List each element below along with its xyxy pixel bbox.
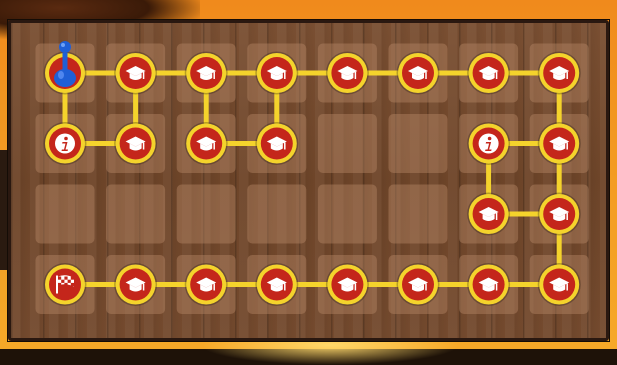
info-icon (479, 134, 499, 154)
board-space[interactable] (114, 52, 157, 95)
board-space[interactable] (185, 263, 228, 306)
board-space[interactable] (114, 263, 157, 306)
board-tile (247, 185, 306, 244)
board-tile (318, 114, 377, 173)
board-space[interactable] (185, 52, 228, 95)
board-tile (36, 185, 95, 244)
board-tile (389, 185, 448, 244)
board-space[interactable] (326, 263, 369, 306)
board-space[interactable] (538, 263, 581, 306)
board-space[interactable] (467, 263, 510, 306)
board-space[interactable] (467, 193, 510, 236)
board-space[interactable] (397, 52, 440, 95)
board-tile (106, 185, 165, 244)
board-space[interactable] (114, 122, 157, 165)
path-nodes (44, 52, 581, 307)
board-space[interactable] (538, 193, 581, 236)
path-lines (65, 73, 559, 285)
board-space[interactable] (44, 122, 87, 165)
board-tile (177, 185, 236, 244)
board-overlay (0, 0, 617, 349)
board-space[interactable] (538, 52, 581, 95)
info-icon (55, 134, 75, 154)
board-space[interactable] (185, 122, 228, 165)
board-tile (389, 114, 448, 173)
board-space[interactable] (467, 122, 510, 165)
board-space[interactable] (255, 122, 298, 165)
board-space[interactable] (326, 52, 369, 95)
board-tile (318, 185, 377, 244)
board-space[interactable] (255, 263, 298, 306)
board-space[interactable] (44, 263, 87, 306)
board-space[interactable] (538, 122, 581, 165)
board-space[interactable] (255, 52, 298, 95)
board-space[interactable] (467, 52, 510, 95)
board-space[interactable] (397, 263, 440, 306)
